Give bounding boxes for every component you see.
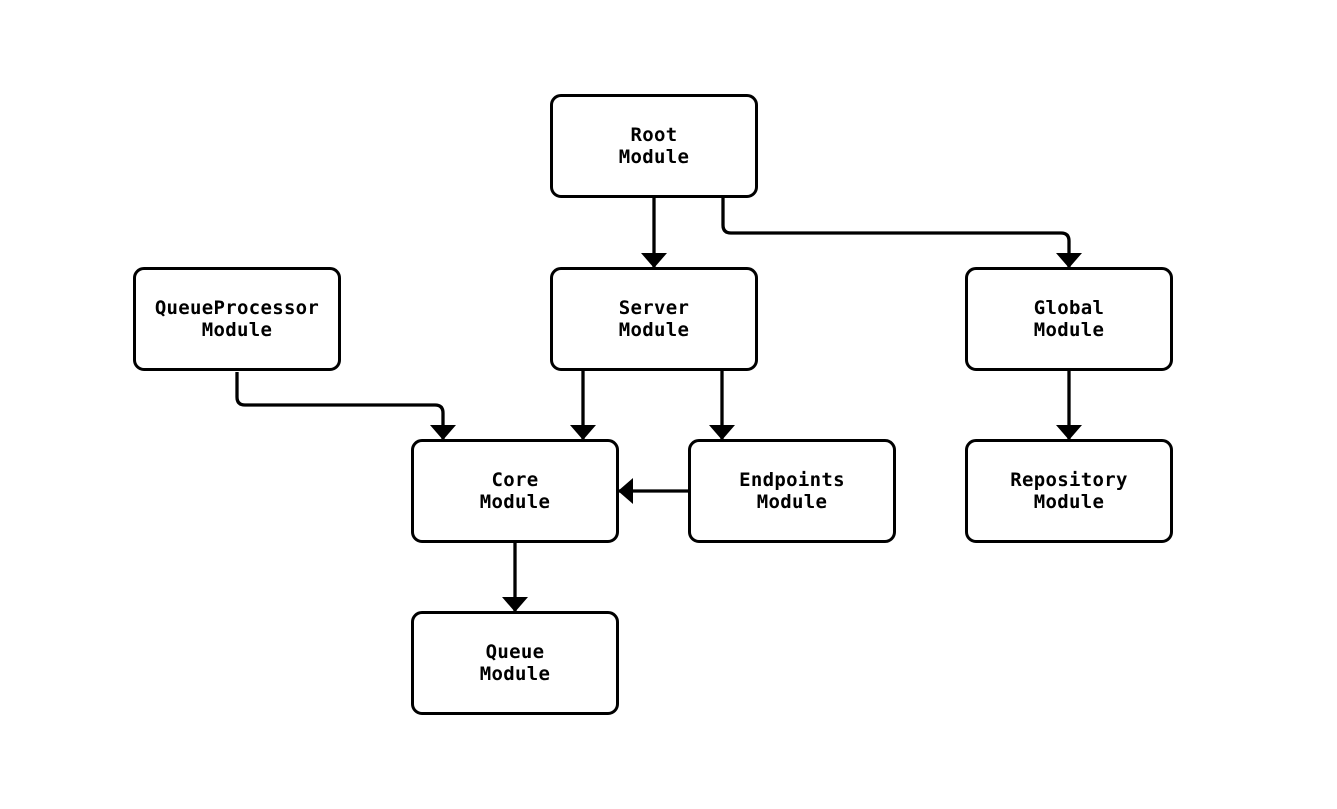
node-server-module-label: Server Module xyxy=(618,297,690,341)
node-endpoints-module: Endpoints Module xyxy=(688,439,896,543)
node-global-module-label: Global Module xyxy=(1033,297,1105,341)
edge-root-to-global xyxy=(721,198,1082,268)
node-core-module: Core Module xyxy=(411,439,619,543)
node-queueprocessor-module: QueueProcessor Module xyxy=(133,267,341,371)
node-repository-module: Repository Module xyxy=(965,439,1173,543)
node-queue-module: Queue Module xyxy=(411,611,619,715)
node-global-module: Global Module xyxy=(965,267,1173,371)
node-root-module-label: Root Module xyxy=(618,124,690,168)
node-root-module: Root Module xyxy=(550,94,758,198)
node-queue-module-label: Queue Module xyxy=(479,641,551,685)
node-endpoints-module-label: Endpoints Module xyxy=(739,469,845,513)
node-core-module-label: Core Module xyxy=(479,469,551,513)
node-repository-module-label: Repository Module xyxy=(1010,469,1128,513)
node-server-module: Server Module xyxy=(550,267,758,371)
node-queueprocessor-module-label: QueueProcessor Module xyxy=(154,297,320,341)
edge-queueprocessor-to-core xyxy=(235,372,456,440)
